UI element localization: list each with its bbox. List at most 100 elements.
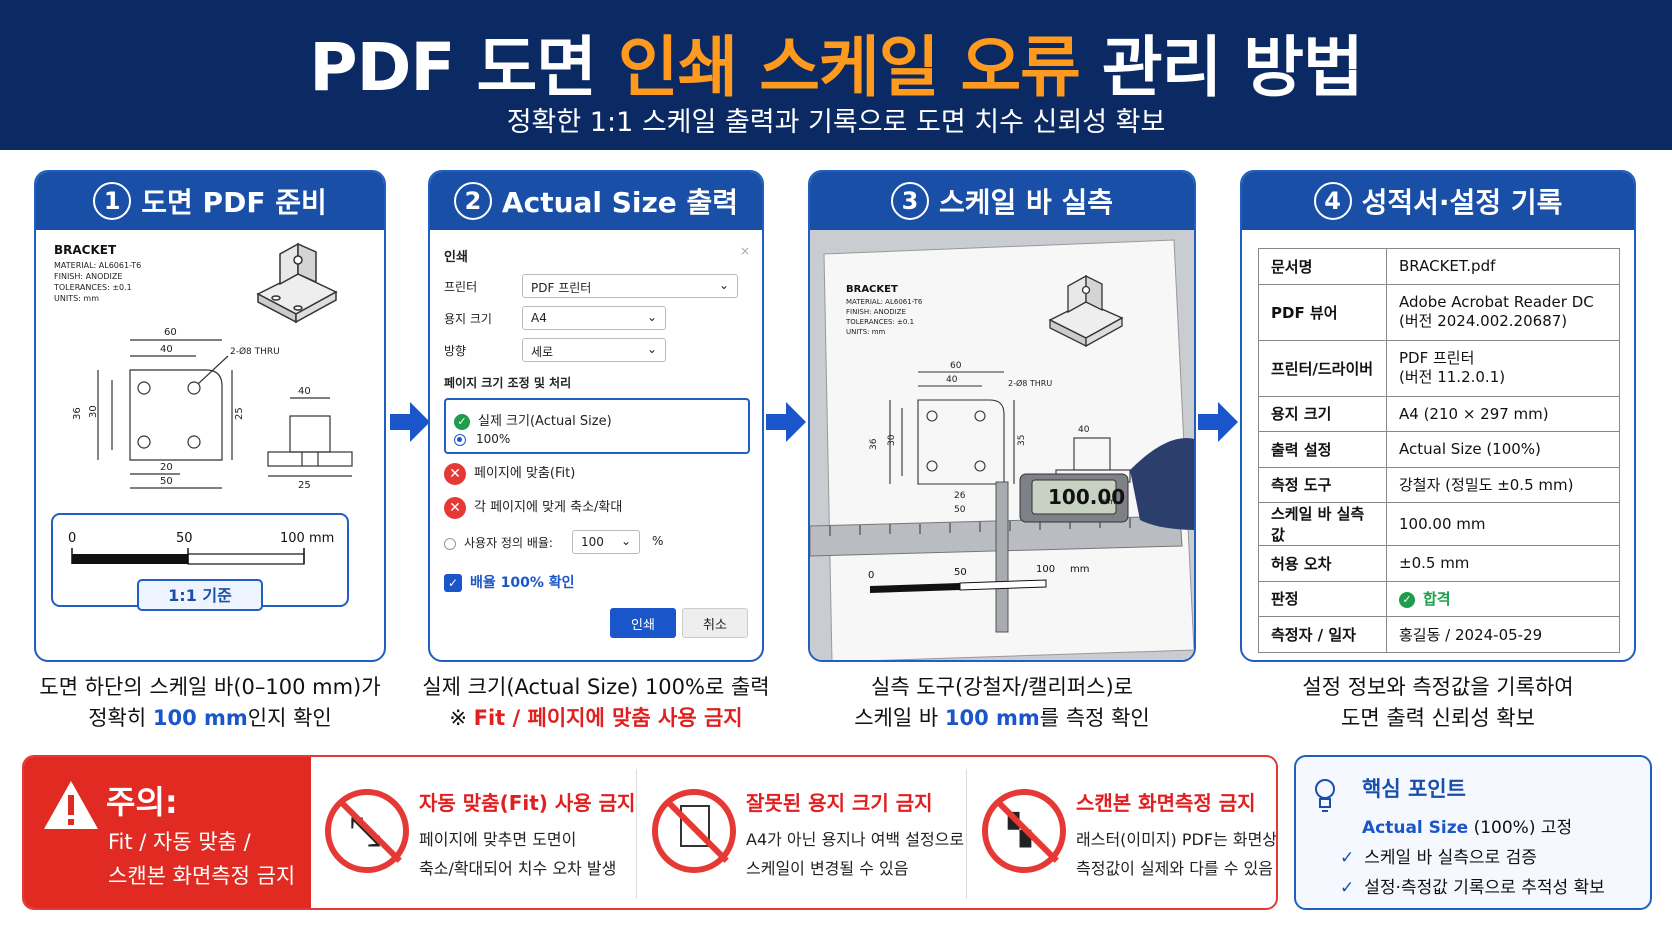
drawing-material: MATERIAL: AL6061-T6: [54, 261, 141, 270]
row-value: BRACKET.pdf: [1386, 248, 1620, 285]
printer-label: 프린터: [444, 280, 478, 294]
row-value-line2: (버전 2024.002.20687): [1399, 312, 1568, 330]
chevron-down-icon: ⌄: [620, 534, 631, 548]
step3-caption-c: 를 측정 확인: [1039, 706, 1150, 730]
row-key: 측정 도구: [1258, 466, 1387, 503]
scale-tick-100: 100 mm: [280, 531, 334, 546]
dim-36: 36: [72, 407, 83, 420]
scale-badge-text: 1:1 기준: [168, 586, 232, 605]
row-value: ±0.5 mm: [1386, 545, 1620, 582]
cancel-button[interactable]: 취소: [682, 608, 748, 638]
fit-label: 페이지에 맞춤(Fit): [474, 466, 576, 481]
paper-value: A4: [531, 311, 547, 325]
row-value: 홍길동 / 2024-05-29: [1386, 616, 1620, 653]
warning-left: 주의: Fit / 자동 맞춤 /스캔본 화면측정 금지: [24, 757, 311, 908]
step-number: 3: [890, 182, 929, 220]
row-value: PDF 프린터(버전 11.2.0.1): [1386, 339, 1620, 397]
warning-panel: 주의: Fit / 자동 맞춤 /스캔본 화면측정 금지 ⤡ 자동 맞춤(Fit…: [22, 755, 1278, 910]
confirm-label: 배율 100% 확인: [470, 575, 575, 591]
photo-dim-40: 40: [946, 375, 958, 385]
document-icon: [652, 789, 736, 873]
shrink-option[interactable]: ✕각 페이지에 맞게 축소/확대: [444, 496, 622, 519]
custom-value: 100: [581, 535, 604, 549]
photo-dim-side-40: 40: [1078, 425, 1090, 435]
measurement-photo: BRACKET MATERIAL: AL6061-T6 FINISH: ANOD…: [810, 230, 1194, 660]
photo-finish: FINISH: ANODIZE: [846, 308, 906, 316]
row-key: PDF 뷰어: [1258, 283, 1387, 341]
photo-scale-50: 50: [954, 567, 967, 578]
warning-item-title: 스캔본 화면측정 금지: [1076, 791, 1256, 815]
key-point-2-text: 스케일 바 실측으로 검증: [1364, 848, 1537, 868]
drawing-finish: FINISH: ANODIZE: [54, 272, 122, 281]
row-value: 100.00 mm: [1386, 502, 1620, 546]
row-key: 출력 설정: [1258, 431, 1387, 468]
row-value: 강철자 (정밀도 ±0.5 mm): [1386, 466, 1620, 503]
page-subtitle: 정확한 1:1 스케일 출력과 기록으로 도면 치수 신뢰성 확보: [506, 107, 1166, 138]
warning-body-line2: 스캔본 화면측정 금지: [108, 864, 296, 888]
warning-item-line1: 페이지에 맞추면 도면이: [419, 830, 577, 849]
divider: [636, 769, 637, 899]
step4-caption-line1: 설정 정보와 측정값을 기록하여: [1302, 675, 1574, 699]
key-point-1-hl: Actual Size: [1362, 818, 1469, 838]
step1-caption-b: 정확히: [88, 706, 153, 730]
photo-dim-60: 60: [950, 361, 962, 371]
custom-option[interactable]: 사용자 정의 배율:: [444, 534, 553, 551]
print-button[interactable]: 인쇄: [610, 608, 676, 638]
key-point-2: ✓ 스케일 바 실측으로 검증: [1340, 843, 1537, 868]
row-value: A4 (210 × 297 mm): [1386, 395, 1620, 432]
custom-unit: %: [652, 534, 664, 548]
row-value-line2: (버전 11.2.0.1): [1399, 368, 1506, 386]
photo-material: MATERIAL: AL6061-T6: [846, 298, 923, 306]
scale-bar-black: [72, 554, 188, 564]
scale-badge: [137, 579, 263, 611]
step2-caption-hl: Fit / 페이지에 맞춤 사용 금지: [473, 706, 743, 730]
key-point-3-text: 설정·측정값 기록으로 추적성 확보: [1364, 878, 1605, 898]
step1-caption: 도면 하단의 스케일 바(0–100 mm)가 정확히 100 mm인지 확인: [34, 672, 386, 734]
confirm-checkbox[interactable]: ✓ 배율 100% 확인: [444, 572, 575, 592]
step3-caption-line1: 실측 도구(강철자/캘리퍼스)로: [871, 675, 1133, 699]
orient-value: 세로: [531, 345, 554, 359]
title-part-2: 관리 방법: [1079, 29, 1364, 106]
checkbox-checked-icon: ✓: [444, 574, 462, 592]
step1-caption-line2: 정확히 100 mm인지 확인: [34, 703, 386, 734]
divider: [966, 769, 967, 899]
printer-select[interactable]: PDF 프린터⌄: [522, 274, 738, 298]
actual-size-pct: 100%: [476, 432, 511, 446]
step1-title: 도면 PDF 준비: [141, 186, 327, 219]
custom-scale-select[interactable]: 100 ⌄: [572, 530, 640, 554]
chevron-down-icon: ⌄: [646, 310, 657, 324]
actual-size-option[interactable]: ✓실제 크기(Actual Size) 100%: [444, 398, 750, 454]
check-icon: ✓: [1340, 848, 1355, 868]
header-banner: PDF 도면 인쇄 스케일 오류 관리 방법 정확한 1:1 스케일 출력과 기…: [0, 0, 1672, 150]
photo-dim-hole: 2-Ø8 THRU: [1008, 378, 1052, 388]
dim-40: 40: [160, 344, 173, 355]
photo-scale-0: 0: [868, 570, 874, 581]
actual-size-label: 실제 크기(Actual Size): [478, 414, 612, 429]
step2-caption-line2: ※ Fit / 페이지에 맞춤 사용 금지: [418, 703, 774, 734]
key-points-panel: 핵심 포인트 Actual Size (100%) 고정 ✓스케일 바 실측으로…: [1294, 755, 1652, 910]
row-value: ✓합격: [1386, 580, 1620, 617]
paper-select[interactable]: A4 ⌄: [522, 306, 666, 330]
scale-tick-0: 0: [68, 531, 76, 546]
row-value: Actual Size (100%): [1386, 431, 1620, 468]
radio-selected-icon: [454, 433, 466, 446]
scale-tick-50: 50: [176, 531, 193, 546]
raster-pixels-icon: ▚: [982, 789, 1066, 873]
orient-select[interactable]: 세로⌄: [522, 338, 666, 362]
close-icon[interactable]: ×: [739, 244, 750, 258]
warning-title: 주의:: [106, 783, 178, 821]
row-key: 판정: [1258, 580, 1387, 617]
fit-option[interactable]: ✕페이지에 맞춤(Fit): [444, 462, 575, 485]
